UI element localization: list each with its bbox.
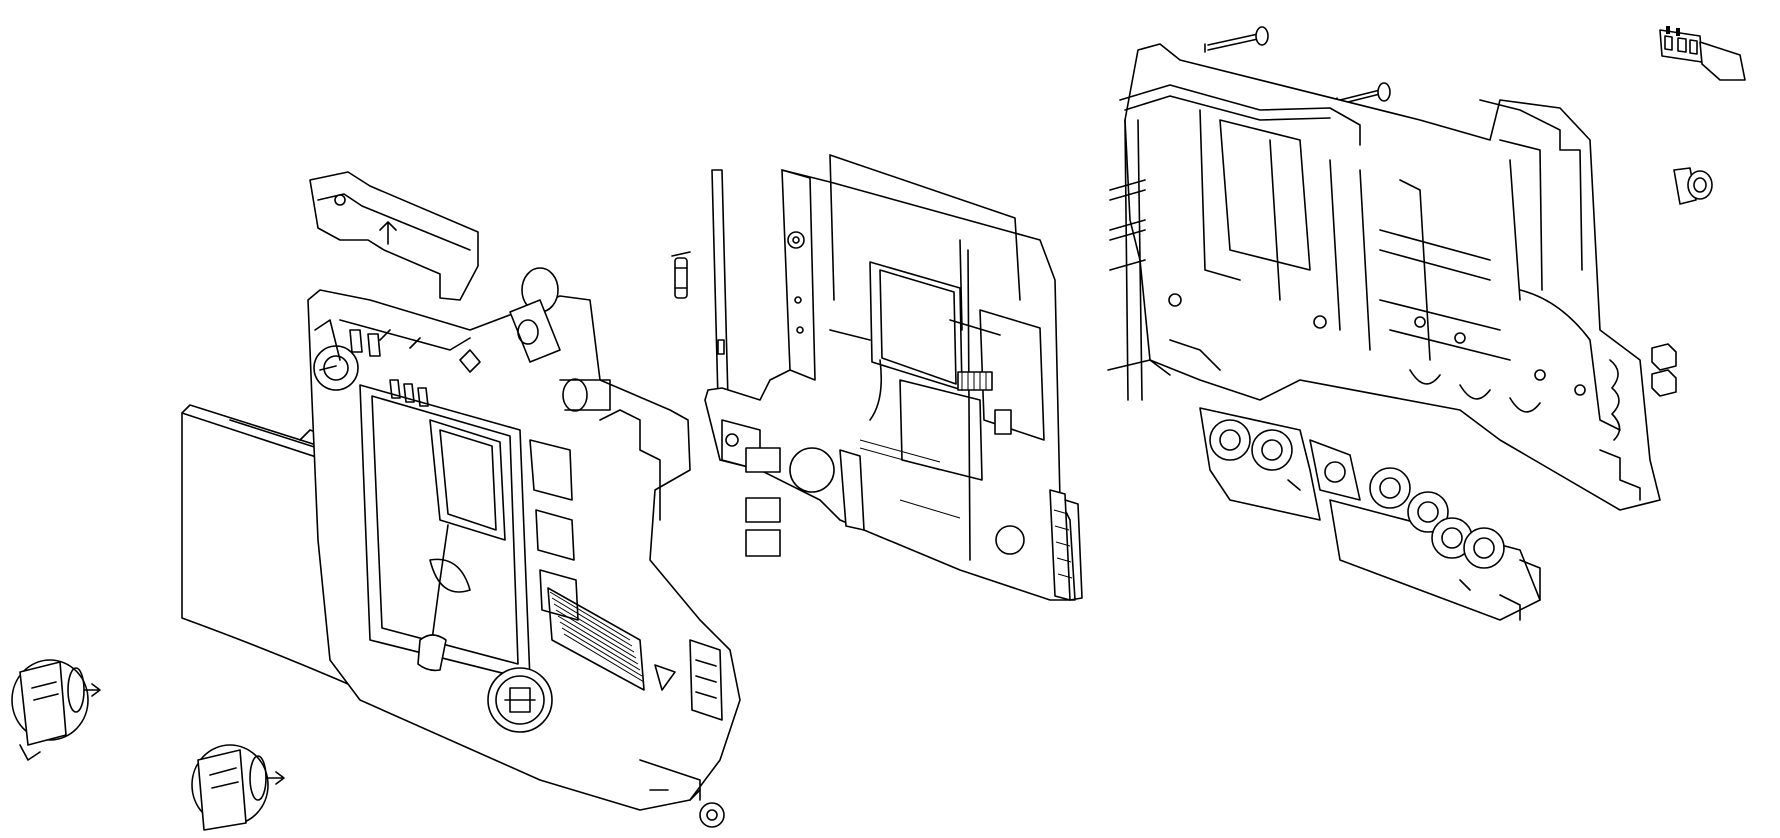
knob-left-lower [11,659,101,761]
connector-plug [1659,26,1746,81]
fuse [671,251,691,299]
top-handle-bracket [309,171,479,301]
front-housing [307,267,741,828]
terminal-blocks [1199,407,1541,621]
grommet [1673,167,1713,205]
knob-left-upper [191,744,285,831]
label-hatch [547,587,645,691]
screw-upper [1204,26,1269,53]
circuit-board [704,154,1083,601]
clip-pair [1651,343,1677,397]
rear-chassis [1107,43,1661,511]
